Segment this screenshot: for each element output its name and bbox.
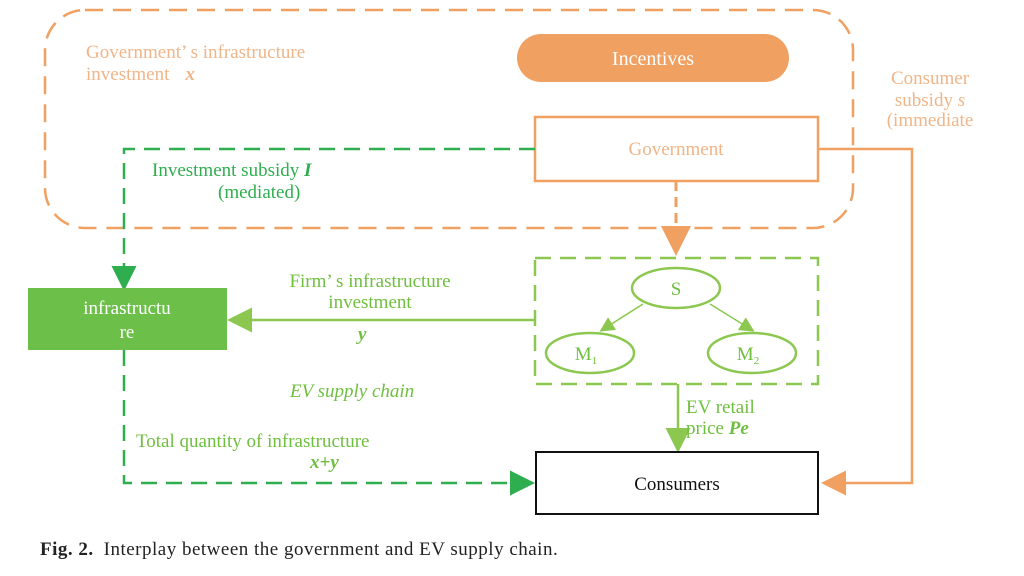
total-infra-arrow — [122, 350, 535, 496]
firm-infra-var: y — [356, 324, 367, 345]
s-to-m2-arrow — [709, 303, 755, 332]
consumer-subsidy-label-3: (immediate — [887, 110, 974, 131]
ev-price-label-2: price Pe — [686, 418, 749, 439]
consumers-label: Consumers — [634, 474, 720, 495]
node-m1-label: M1 — [575, 344, 597, 367]
node-m2 — [706, 331, 798, 375]
investment-subsidy-arrow — [111, 147, 535, 291]
s-to-m1-arrow — [599, 303, 644, 332]
firm-infra-label-2: investment — [328, 292, 412, 313]
total-qty-var: x+y — [309, 452, 339, 473]
node-m1 — [544, 331, 636, 375]
gov-infra-label: Government’ s infrastructure — [86, 42, 305, 63]
consumer-subsidy-label: Consumer — [891, 68, 970, 89]
figure-caption: Fig. 2.Interplay between the government … — [40, 539, 558, 560]
investment-subsidy-label-2: (mediated) — [218, 182, 300, 203]
infrastructure-label-2: re — [120, 322, 135, 343]
government-label: Government — [629, 139, 725, 160]
firm-infra-label: Firm’ s infrastructure — [289, 271, 450, 292]
ev-price-label: EV retail — [686, 397, 755, 418]
infrastructure-label: infrastructu — [83, 298, 171, 319]
consumer-subsidy-label-2: subsidy s — [895, 90, 965, 111]
incentives-label: Incentives — [612, 48, 694, 70]
ev-supply-chain-label: EV supply chain — [289, 381, 414, 402]
node-s-label: S — [671, 279, 682, 300]
investment-subsidy-label: Investment subsidy I — [152, 160, 312, 181]
node-m2-label: M2 — [737, 344, 759, 367]
consumers-box — [535, 451, 819, 515]
incentives-pill — [517, 34, 789, 82]
government-region — [43, 8, 855, 230]
total-qty-label: Total quantity of infrastructure — [136, 431, 369, 452]
consumer-subsidy-arrow — [818, 147, 914, 496]
node-s — [630, 266, 722, 310]
infrastructure-box — [28, 288, 227, 350]
